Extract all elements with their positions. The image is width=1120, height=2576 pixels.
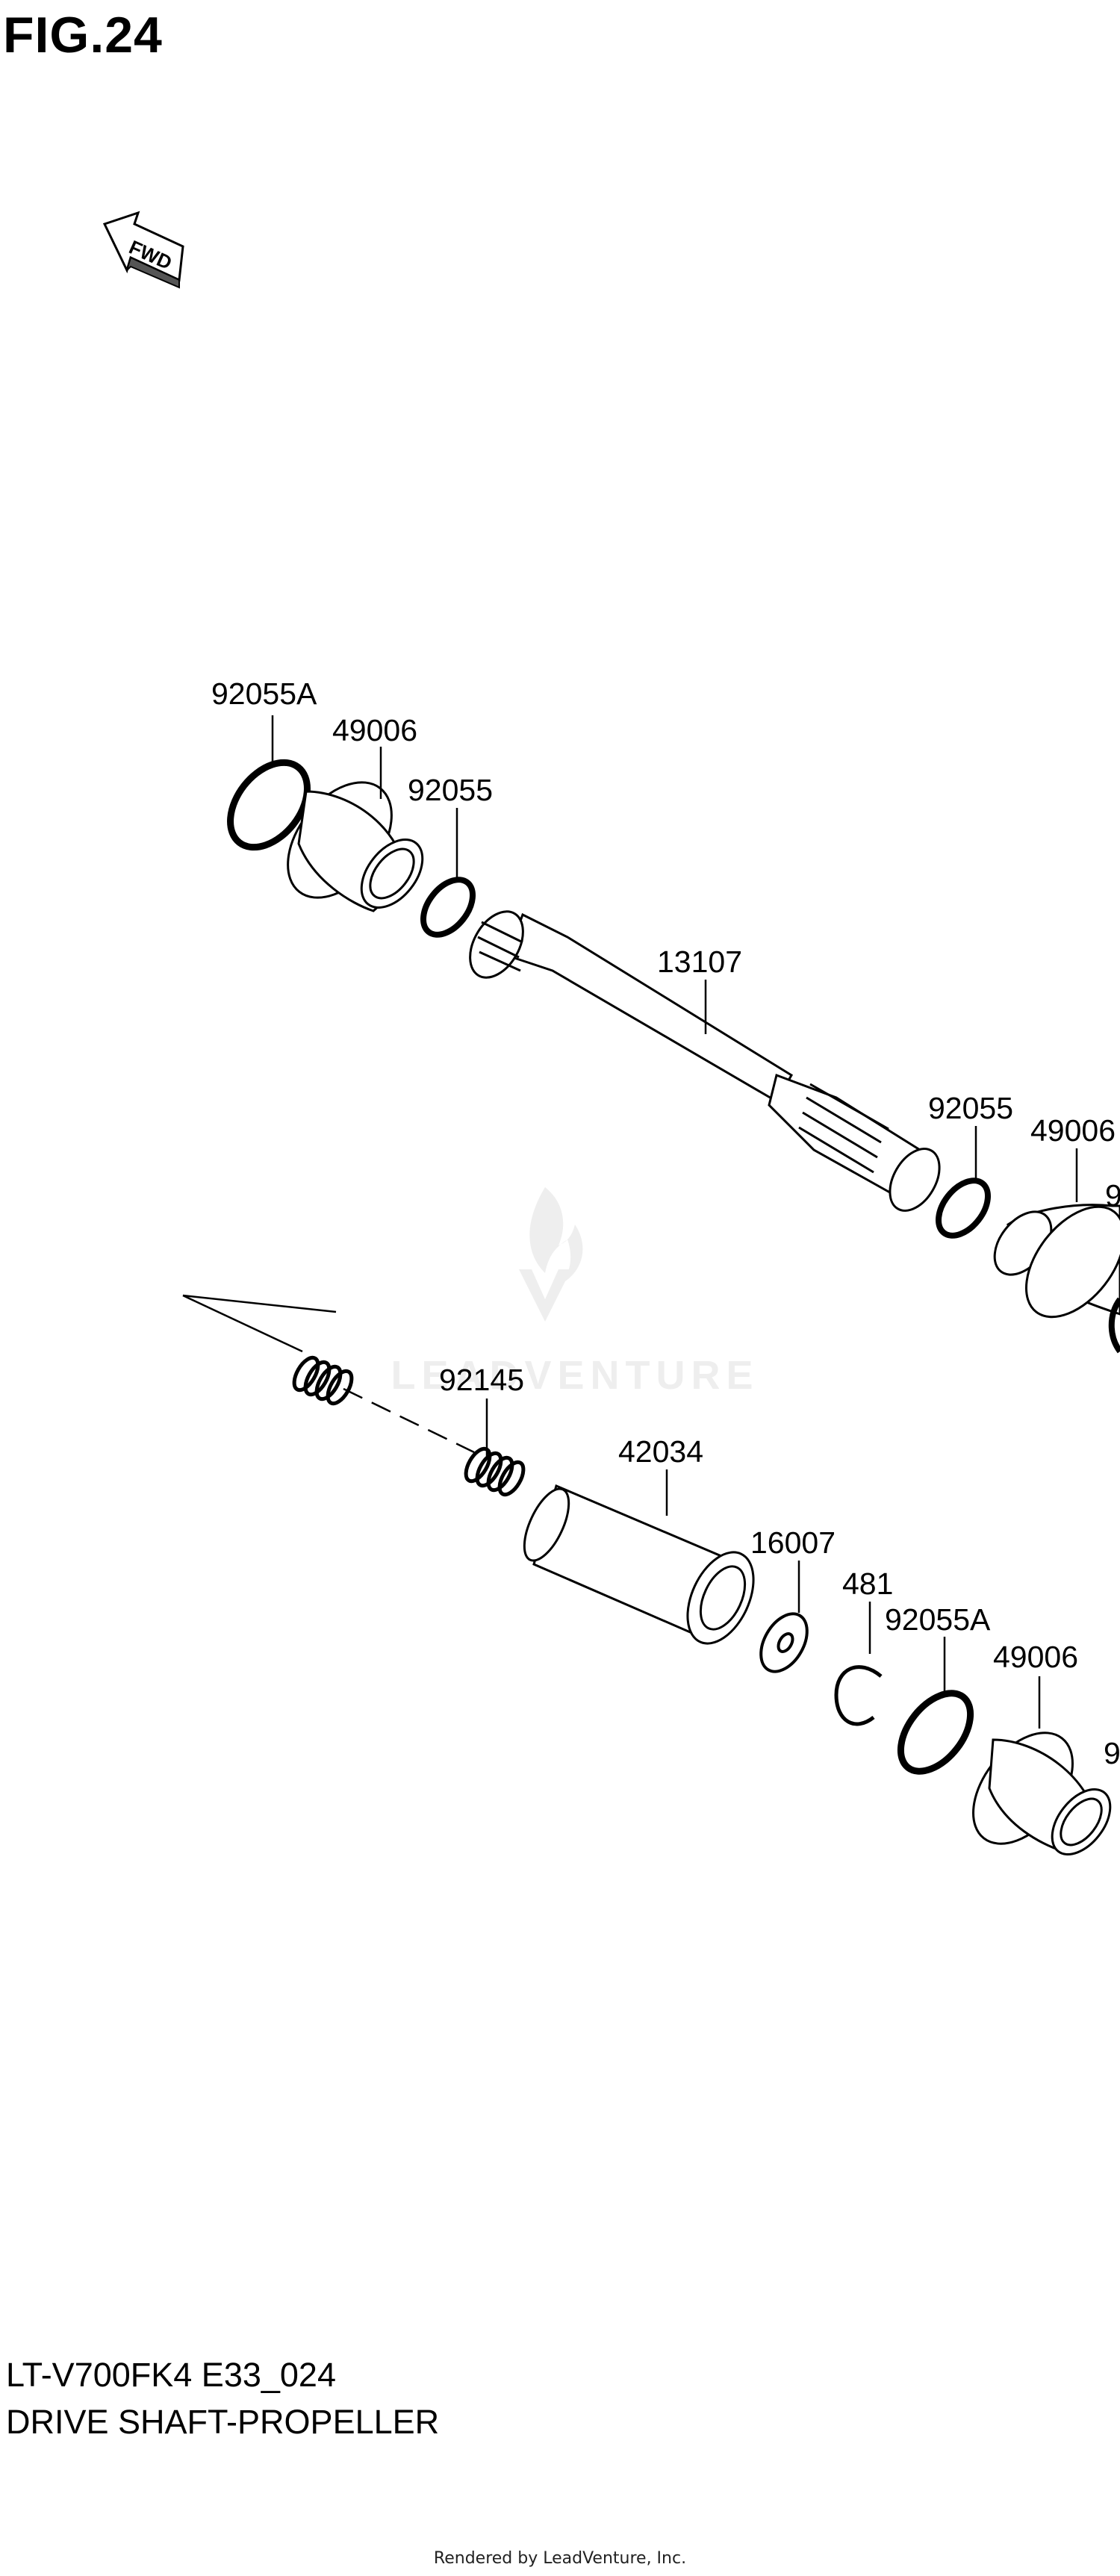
- shaft-13107: [469, 910, 941, 1212]
- callout-49006-top: 49006: [332, 713, 417, 747]
- boot-49006-bottom: [972, 1732, 1112, 1856]
- callout-16007: 16007: [750, 1525, 836, 1560]
- render-credit: Rendered by LeadVenture, Inc.: [433, 2549, 687, 2568]
- model-code: LT-V700FK4 E33_024: [6, 2356, 336, 2394]
- watermark: LEADVENTURE: [391, 1187, 759, 1398]
- callout-92055-right: 92055: [928, 1091, 1013, 1125]
- leader-lines: [271, 715, 1078, 1729]
- callout-42034: 42034: [618, 1434, 703, 1469]
- callout-cut-right-top: 9: [1105, 1178, 1120, 1213]
- callout-92055a-top: 92055A: [211, 676, 317, 711]
- callout-cut-right-bottom: 9: [1104, 1736, 1120, 1770]
- washer-16007: [759, 1612, 809, 1673]
- coupler-42034: [523, 1484, 755, 1645]
- watermark-text: LEADVENTURE: [391, 1353, 759, 1398]
- circlip-481: [834, 1665, 883, 1726]
- o-ring-right-edge: [1108, 1297, 1120, 1354]
- callout-49006-bottom: 49006: [993, 1640, 1078, 1674]
- o-ring-92055a-bottom: [897, 1690, 974, 1775]
- diagram-name: DRIVE SHAFT-PROPELLER: [6, 2403, 440, 2441]
- boot-49006-top: [287, 781, 424, 912]
- figure-title: FIG.24: [3, 7, 163, 63]
- reference-line: [182, 1294, 475, 1454]
- o-ring-92055a-top: [227, 759, 311, 851]
- callout-49006-right: 49006: [1030, 1113, 1116, 1148]
- callout-481: 481: [842, 1567, 893, 1601]
- o-ring-92055-right: [936, 1177, 991, 1239]
- callout-92055a-bottom: 92055A: [885, 1602, 991, 1637]
- callout-92145: 92145: [439, 1363, 524, 1397]
- boot-49006-right: [993, 1204, 1120, 1319]
- flame-v-logo-icon: [519, 1187, 583, 1322]
- callout-13107: 13107: [657, 945, 742, 979]
- fwd-arrow-icon: FWD: [102, 211, 184, 289]
- o-ring-92055-top: [420, 877, 476, 938]
- callout-92055-top: 92055: [408, 773, 493, 807]
